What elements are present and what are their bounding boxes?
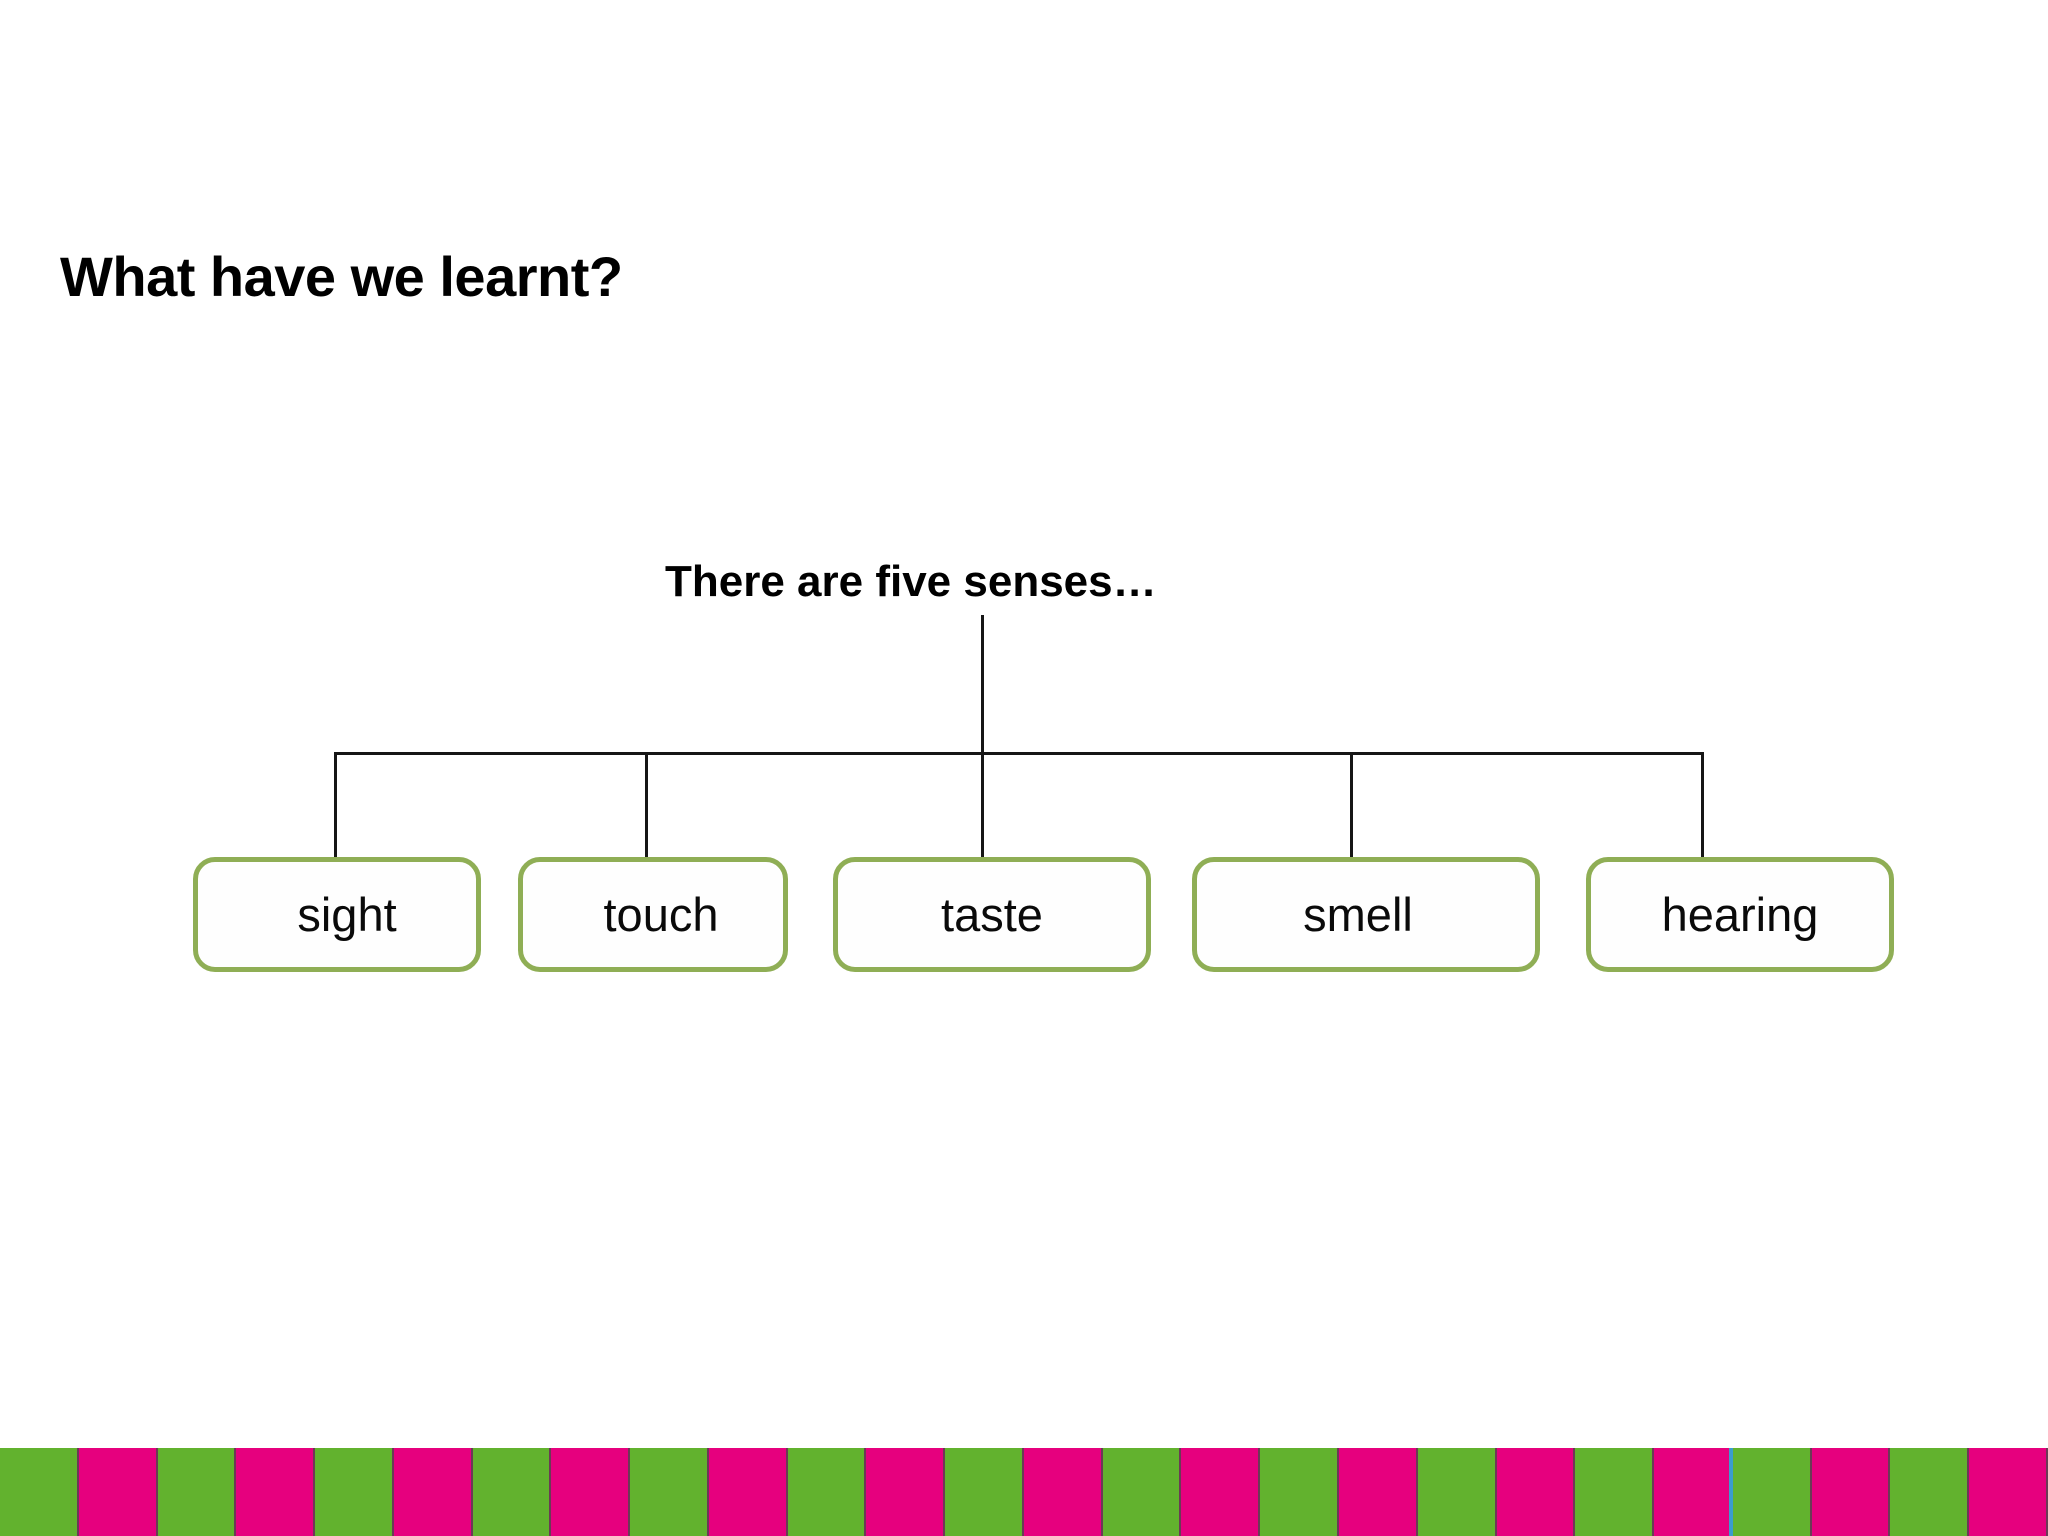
footer-stripe (1339, 1448, 1418, 1536)
footer-stripe (1732, 1448, 1812, 1536)
footer-stripe (393, 1448, 473, 1536)
connector-drop-taste (981, 752, 984, 859)
footer-stripe-band (0, 1448, 2048, 1536)
footer-stripe (945, 1448, 1024, 1536)
footer-stripe (1654, 1448, 1733, 1536)
sense-node-smell[interactable]: smell (1192, 857, 1540, 972)
footer-stripe (708, 1448, 788, 1536)
sense-node-label: hearing (1661, 888, 1819, 941)
footer-stripe (787, 1448, 867, 1536)
sense-node-sight[interactable]: sight (193, 857, 481, 972)
footer-stripe (1969, 1448, 2048, 1536)
diagram-root-label: There are five senses… (665, 557, 1157, 606)
page-title: What have we learnt? (60, 245, 623, 308)
connector-drop-sight (334, 752, 337, 859)
footer-stripe (1023, 1448, 1103, 1536)
footer-stripe (236, 1448, 316, 1536)
footer-stripe (1890, 1448, 1970, 1536)
connector-drop-smell (1350, 752, 1353, 859)
sense-node-label: sight (297, 888, 397, 941)
sense-node-label: smell (1303, 888, 1413, 941)
footer-stripe (472, 1448, 552, 1536)
connector-stem (981, 615, 984, 755)
footer-stripe (1575, 1448, 1655, 1536)
footer-stripe (1102, 1448, 1182, 1536)
footer-stripe (1417, 1448, 1497, 1536)
footer-stripe (78, 1448, 158, 1536)
connector-drop-hearing (1701, 752, 1704, 859)
footer-stripe (551, 1448, 631, 1536)
footer-stripe (1181, 1448, 1261, 1536)
sense-node-touch[interactable]: touch (518, 857, 788, 972)
footer-stripe (315, 1448, 394, 1536)
footer-stripe (157, 1448, 237, 1536)
sense-node-hearing[interactable]: hearing (1586, 857, 1894, 972)
footer-stripe (1260, 1448, 1340, 1536)
connector-horizontal-bus (334, 752, 1704, 755)
footer-stripe (1811, 1448, 1891, 1536)
connector-drop-touch (645, 752, 648, 859)
footer-stripe (1496, 1448, 1576, 1536)
sense-node-label: taste (941, 888, 1043, 941)
sense-node-taste[interactable]: taste (833, 857, 1151, 972)
sense-node-label: touch (603, 888, 719, 941)
footer-stripe (630, 1448, 709, 1536)
footer-stripe (866, 1448, 946, 1536)
footer-stripe (0, 1448, 79, 1536)
